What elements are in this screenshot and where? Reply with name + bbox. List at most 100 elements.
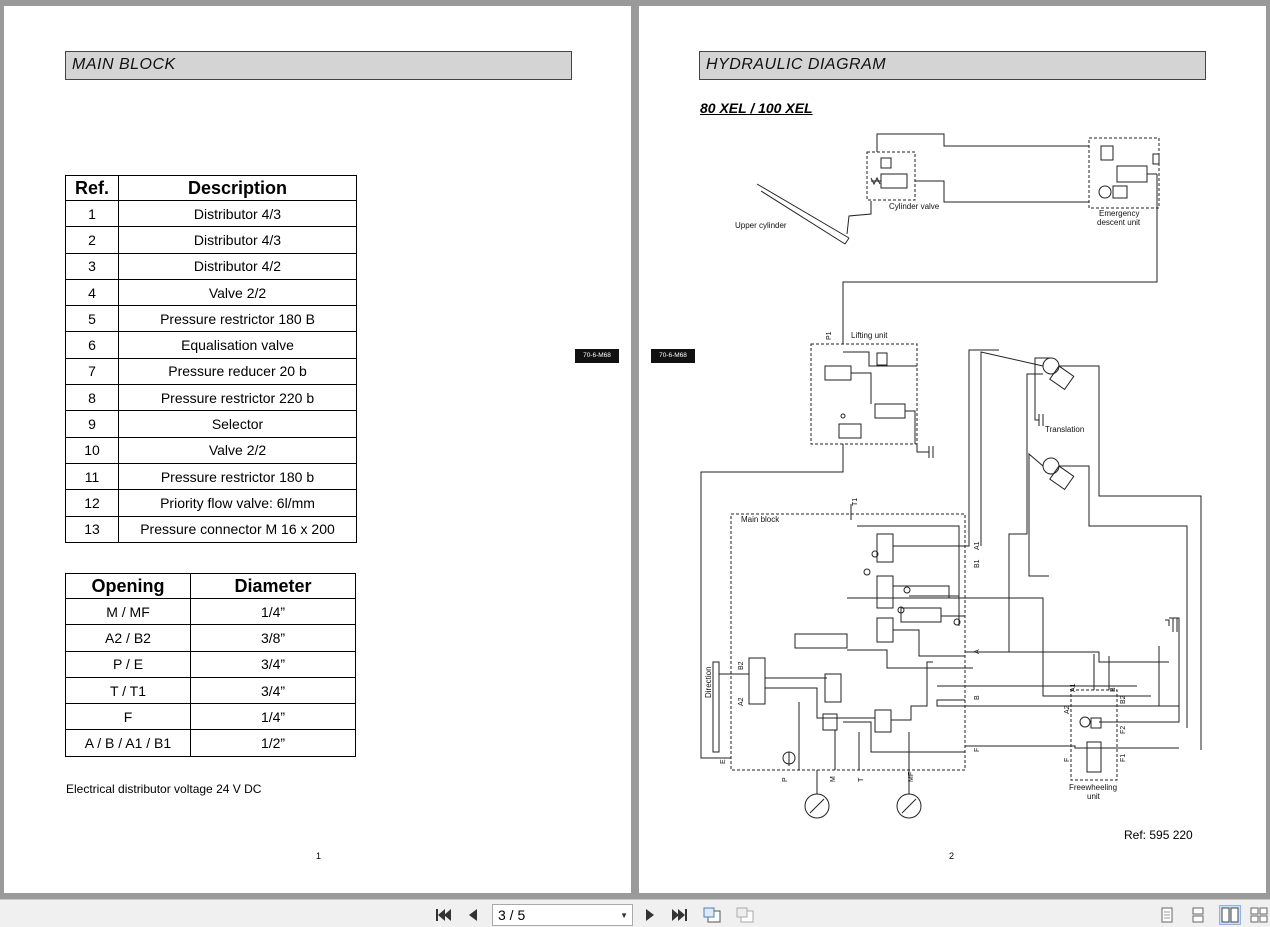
diameter-cell: 1/2” [190, 729, 356, 757]
main-block [730, 349, 999, 771]
page-number-select[interactable]: 3 / 5 ▼ [492, 904, 633, 926]
direction-actuator [712, 661, 749, 753]
upper-cylinder [756, 183, 872, 245]
description-cell: Valve 2/2 [118, 436, 357, 464]
description-cell: Valve 2/2 [118, 278, 357, 307]
label-m: M [830, 776, 837, 782]
label-b2-free: B2 [1120, 695, 1127, 704]
label-f-free: F [1064, 758, 1071, 762]
label-translation: Translation [1045, 425, 1084, 434]
hydraulic-diagram-title: HYDRAULIC DIAGRAM [699, 51, 1206, 80]
freewheeling-unit [1070, 654, 1180, 781]
label-b1: B1 [974, 559, 981, 568]
ref-cell: 11 [65, 462, 119, 491]
copy-icon[interactable] [736, 906, 754, 924]
label-main-block: Main block [741, 515, 780, 524]
label-a1-free: A1 [1070, 683, 1077, 692]
label-b-free: B [1110, 687, 1117, 692]
rotate-icon[interactable] [703, 906, 721, 924]
single-page-icon[interactable] [1156, 905, 1178, 925]
cylinder-valve [866, 151, 916, 201]
label-a1: A1 [974, 541, 981, 550]
chevron-down-icon: ▼ [620, 911, 628, 920]
ref-cell: 13 [65, 515, 119, 543]
last-page-icon[interactable] [671, 906, 689, 924]
continuous-icon[interactable] [1187, 905, 1209, 925]
lifting-unit [810, 343, 934, 458]
opening-cell: P / E [65, 650, 191, 678]
diameter-cell: 3/4” [190, 676, 356, 705]
ref-cell: 5 [65, 305, 119, 333]
label-mf: MF [908, 772, 915, 782]
label-b: B [974, 695, 981, 700]
opening-cell: A2 / B2 [65, 624, 191, 652]
pressure-gauges [804, 770, 922, 819]
description-cell: Equalisation valve [118, 331, 357, 359]
label-emergency-2: descent unit [1097, 218, 1141, 227]
hydraulic-schematic: Upper cylinder Cylinder valve Emergency … [700, 133, 1202, 819]
description-cell: Distributor 4/3 [118, 226, 357, 254]
ref-cell: 9 [65, 410, 119, 438]
diameter-cell: 3/8” [190, 624, 356, 652]
label-p: P [782, 777, 789, 782]
document-ref: Ref: 595 220 [1124, 828, 1193, 842]
ref-cell: 2 [65, 226, 119, 254]
diameter-cell: 1/4” [190, 703, 356, 731]
label-freewheeling-1: Freewheeling [1069, 783, 1117, 792]
first-page-icon[interactable] [434, 906, 452, 924]
description-cell: Pressure restrictor 220 b [118, 384, 357, 412]
two-page-icon[interactable] [1219, 905, 1241, 925]
ref-cell: 10 [65, 436, 119, 464]
label-p1: P1 [826, 331, 833, 340]
two-page-continuous-icon[interactable] [1248, 905, 1270, 925]
page-indicator: 3 / 5 [498, 907, 526, 923]
label-t: T [858, 777, 865, 782]
opening-header: Opening [65, 573, 191, 599]
doc-tag-right: 70-6-M68 [651, 349, 695, 363]
page-number-left: 1 [316, 851, 322, 861]
description-cell: Pressure reducer 20 b [118, 357, 357, 386]
ref-cell: 7 [65, 357, 119, 386]
description-cell: Pressure restrictor 180 b [118, 462, 357, 491]
opening-cell: F [65, 703, 191, 731]
ref-cell: 3 [65, 252, 119, 280]
label-direction: Direction [704, 666, 713, 698]
description-cell: Distributor 4/3 [118, 199, 357, 228]
right-page: HYDRAULIC DIAGRAM 80 XEL / 100 XEL 70-6-… [639, 6, 1266, 893]
voltage-note: Electrical distributor voltage 24 V DC [66, 782, 262, 796]
opening-cell: T / T1 [65, 676, 191, 705]
viewer-toolbar: 3 / 5 ▼ [0, 899, 1270, 927]
ref-cell: 4 [65, 278, 119, 307]
doc-tag-left: 70-6-M68 [575, 349, 619, 363]
model-title: 80 XEL / 100 XEL [700, 100, 813, 116]
page-number-right: 2 [949, 851, 955, 861]
diameter-header: Diameter [190, 573, 356, 599]
next-page-icon[interactable] [641, 906, 659, 924]
prev-page-icon[interactable] [464, 906, 482, 924]
opening-cell: M / MF [65, 597, 191, 626]
label-freewheeling-2: unit [1087, 792, 1101, 801]
ref-cell: 8 [65, 384, 119, 412]
description-cell: Priority flow valve: 6l/mm [118, 489, 357, 517]
description-cell: Pressure restrictor 180 B [118, 305, 357, 333]
ref-cell: 6 [65, 331, 119, 359]
main-block-title: MAIN BLOCK [65, 51, 572, 80]
ref-cell: 12 [65, 489, 119, 517]
